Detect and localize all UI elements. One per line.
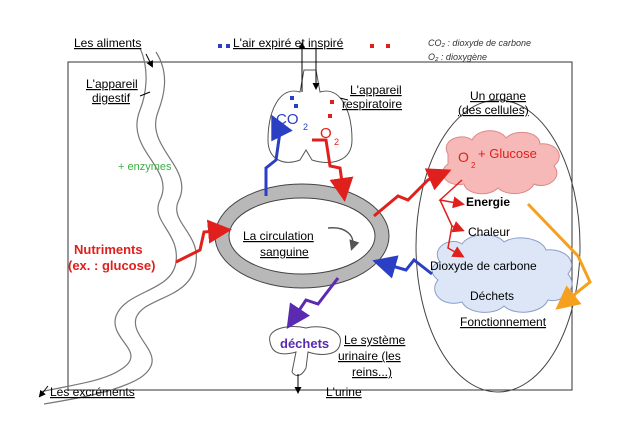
organ-glucose: + Glucose: [478, 146, 537, 161]
body-outline: [67, 61, 573, 391]
digestive-tract: [39, 47, 197, 405]
label-urine: L'urine: [326, 385, 362, 399]
to-co2-arrow: [447, 225, 465, 258]
label-dechets-organ: Déchets: [470, 289, 514, 303]
co2-to-lungs-arrow: [264, 114, 293, 196]
waste-to-kidney-arrow: [286, 277, 340, 329]
o2-dot: [370, 44, 374, 48]
kidney-shape: [269, 326, 341, 376]
label-organ-1: Un organe: [470, 89, 526, 103]
label-air: L'air expiré et inspiré: [233, 36, 344, 50]
label-digestive-1: L'appareil: [86, 77, 138, 91]
label-urinary-1: Le système: [344, 333, 406, 347]
excrement-out-arrow: [38, 385, 49, 398]
label-nutrients-2: (ex. : glucose): [68, 258, 155, 273]
glucose-cloud: [442, 130, 560, 195]
co2-dot: [226, 44, 230, 48]
label-respiratory-1: L'appareil: [350, 83, 402, 97]
label-aliments: Les aliments: [74, 36, 141, 50]
lung-co2-sub: 2: [303, 122, 308, 132]
organ-outline: [415, 99, 581, 393]
lung-co2: CO: [276, 111, 299, 128]
label-urinary-2: urinaire (les: [338, 349, 401, 363]
label-circulation-2: sanguine: [260, 245, 309, 259]
o2-dot: [330, 100, 334, 104]
label-excrements: Les excréments: [50, 385, 135, 399]
energy-to-function-arrow: [526, 202, 592, 310]
label-dechets-kidney: déchets: [280, 336, 329, 351]
label-digestive-2: digestif: [92, 91, 131, 105]
label-enzymes: + enzymes: [118, 161, 172, 173]
organ-o2: O: [458, 149, 469, 165]
respiratory-pointer-line: [339, 97, 349, 101]
label-urinary-3: reins...): [352, 365, 392, 379]
circulation-direction-arrow: [327, 227, 360, 251]
co2-dot: [294, 104, 298, 108]
organ-o2-sub: 2: [471, 161, 476, 170]
label-nutrients-1: Nutriments: [74, 242, 143, 257]
label-dioxyde: Dioxyde de carbone: [430, 259, 537, 273]
co2-dot: [218, 44, 222, 48]
legend-o2: O₂ : dioxygène: [428, 52, 487, 62]
to-heat-arrow: [439, 199, 465, 233]
label-circulation-1: La circulation: [243, 229, 314, 243]
digestive-pointer-line: [139, 91, 151, 97]
o2-to-blood-arrow: [312, 138, 354, 202]
label-energie: Energie: [466, 195, 510, 209]
nutrients-to-blood-arrow: [175, 219, 232, 264]
label-fonctionnement: Fonctionnement: [460, 315, 547, 329]
lung-o2: O: [320, 125, 332, 142]
lung-o2-sub: 2: [334, 137, 339, 147]
co2-dot: [290, 96, 294, 100]
label-organ-2: (des cellules): [458, 103, 529, 117]
co2-to-blood-arrow: [372, 255, 433, 279]
food-in-arrow: [145, 53, 153, 68]
blood-to-organ-arrow: [373, 168, 452, 218]
label-chaleur: Chaleur: [468, 225, 510, 239]
o2-dot: [328, 114, 332, 118]
o2-dot: [386, 44, 390, 48]
legend-co2: CO₂ : dioxyde de carbone: [428, 38, 531, 48]
label-respiratory-2: respiratoire: [342, 97, 402, 111]
